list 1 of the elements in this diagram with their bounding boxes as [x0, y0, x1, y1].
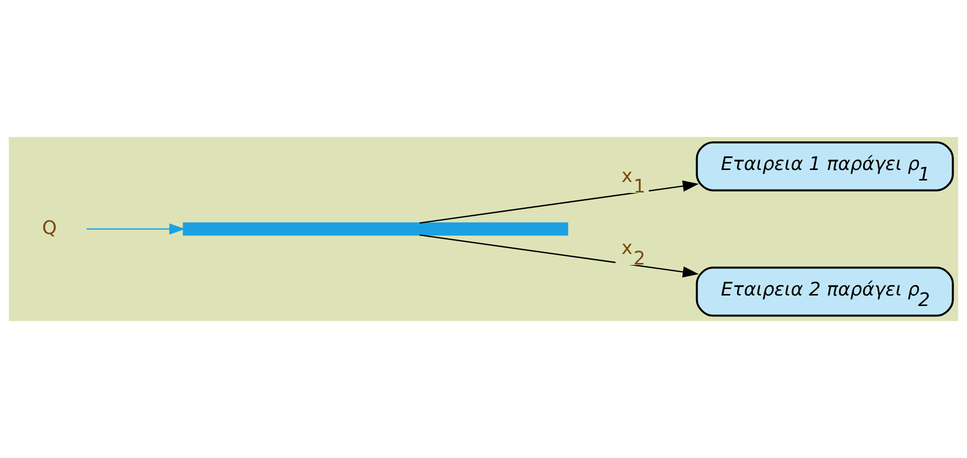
node-text: Q — [42, 218, 57, 239]
